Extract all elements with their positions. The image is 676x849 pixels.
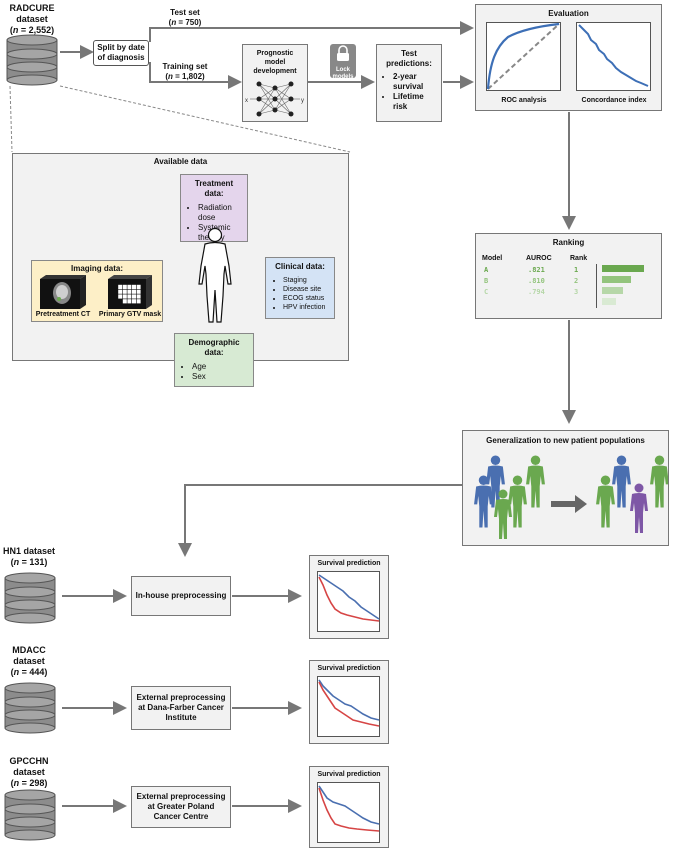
ranking-header-auroc: AUROC (526, 255, 552, 262)
radcure-label: RADCURE dataset (n = 2,552) (9, 3, 55, 35)
list-item: Disease site (283, 285, 330, 294)
imaging-data-box: Imaging data: Pretreatment CT Primary GT… (31, 260, 163, 322)
list-item: Radiation dose (198, 203, 243, 223)
survival-curve-series (318, 574, 380, 620)
person-icon (486, 455, 505, 508)
ranking-cell-rank: 3 (574, 288, 579, 296)
test-predictions-list: 2-year survival Lifetime risk (380, 72, 438, 112)
lock-icon (337, 45, 349, 61)
survival-curve-series (318, 679, 380, 721)
mdacc-label: MDACC dataset (n = 444) (10, 645, 48, 677)
survival-box-gpcchn: Survival prediction (309, 766, 389, 848)
database-icon-hn1 (4, 572, 56, 624)
ranking-cell-model: C (484, 288, 489, 296)
split-box: Split by date of diagnosis (93, 40, 149, 66)
population-figures (474, 455, 668, 539)
list-item: Sex (192, 372, 249, 382)
ranking-bar (602, 298, 616, 305)
database-icon-mdacc (4, 682, 56, 734)
generalization-box: Generalization to new patient population… (462, 430, 669, 546)
ranking-cell-auroc: .810 (528, 277, 545, 285)
hn1-label: HN1 dataset (n = 131) (2, 546, 56, 567)
clinical-data-box: Clinical data: Staging Disease site ECOG… (265, 257, 335, 319)
person-icon (474, 475, 493, 528)
person-icon (612, 455, 631, 508)
prognostic-model-box: Prognostic model development x y (242, 44, 308, 122)
available-data-panel: Available data Treatment data: Radiation… (12, 153, 349, 387)
person-icon (630, 483, 648, 533)
hn1-preprocessing-box: In-house preprocessing (131, 576, 231, 616)
list-item: Staging (283, 276, 330, 285)
concordance-label: Concordance index (581, 97, 647, 104)
list-item: 2-year survival (393, 72, 438, 92)
neural-network-icon: x y (245, 81, 304, 117)
ct-scan-image (40, 275, 86, 309)
gpcchn-label: GPCCHN dataset (n = 298) (9, 756, 49, 788)
ranking-header-rank: Rank (570, 255, 588, 262)
database-icon-radcure (6, 34, 58, 86)
roc-curve-plot (486, 22, 561, 91)
gpcchn-preprocessing-box: External preprocessing at Greater Poland… (131, 786, 231, 828)
survival-curve-series (318, 576, 380, 622)
evaluation-box: Evaluation ROC analysis Concordance inde… (475, 4, 662, 111)
gtv-label: Primary GTV mask (98, 311, 162, 318)
svg-text:y: y (301, 98, 304, 104)
survival-title: Survival prediction (317, 771, 381, 778)
person-icon (526, 455, 545, 508)
svg-text:x: x (245, 98, 248, 104)
ranking-bar (602, 287, 623, 294)
ranking-cell-auroc: .821 (528, 266, 545, 274)
list-item: ECOG status (283, 294, 330, 303)
ranking-title: Ranking (552, 238, 585, 247)
ranking-cell-rank: 1 (574, 266, 579, 274)
person-icon (494, 489, 512, 539)
survival-box-mdacc: Survival prediction (309, 660, 389, 744)
concordance-plot (576, 22, 651, 91)
survival-curve-series (318, 785, 380, 825)
list-item: HPV infection (283, 303, 330, 312)
survival-box-hn1: Survival prediction (309, 555, 389, 639)
survival-curve-series (318, 787, 380, 832)
person-icon (650, 455, 668, 508)
ranking-bar (602, 265, 644, 272)
ranking-divider (596, 264, 597, 308)
test-set-label: Test set (n = 750) (168, 8, 202, 27)
survival-curve-plot (317, 571, 380, 632)
ranking-header-model: Model (482, 255, 503, 262)
training-set-label: Training set (n = 1,802) (162, 62, 208, 81)
available-data-title: Available data (153, 157, 208, 166)
ranking-cell-model: B (484, 277, 489, 285)
human-figure-icon (198, 227, 232, 323)
ranking-cell-rank: 2 (574, 277, 579, 285)
generalization-title: Generalization to new patient population… (486, 436, 645, 445)
person-icon (508, 475, 527, 528)
mdacc-preprocessing-box: External preprocessing at Dana-Farber Ca… (131, 686, 231, 730)
survival-curve-plot (317, 676, 380, 737)
demographic-data-box: Demographic data: Age Sex (174, 333, 254, 387)
database-icon-gpcchn (4, 789, 56, 841)
person-icon (596, 475, 615, 528)
roc-analysis-label: ROC analysis (501, 97, 547, 104)
evaluation-title: Evaluation (548, 9, 589, 18)
survival-curve-plot (317, 782, 380, 843)
ranking-bar (602, 276, 632, 283)
survival-curve-series (318, 681, 380, 727)
ct-label: Pretreatment CT (35, 311, 91, 318)
survival-title: Survival prediction (317, 665, 381, 672)
test-predictions-box: Test predictions: 2-year survival Lifeti… (376, 44, 442, 122)
list-item: Lifetime risk (393, 92, 438, 112)
gtv-mask-image (108, 275, 152, 309)
survival-title: Survival prediction (317, 560, 381, 567)
ranking-cell-auroc: .794 (528, 288, 545, 296)
lock-models-badge: Lock models (330, 44, 356, 80)
ranking-cell-model: A (484, 266, 489, 274)
list-item: Age (192, 362, 249, 372)
